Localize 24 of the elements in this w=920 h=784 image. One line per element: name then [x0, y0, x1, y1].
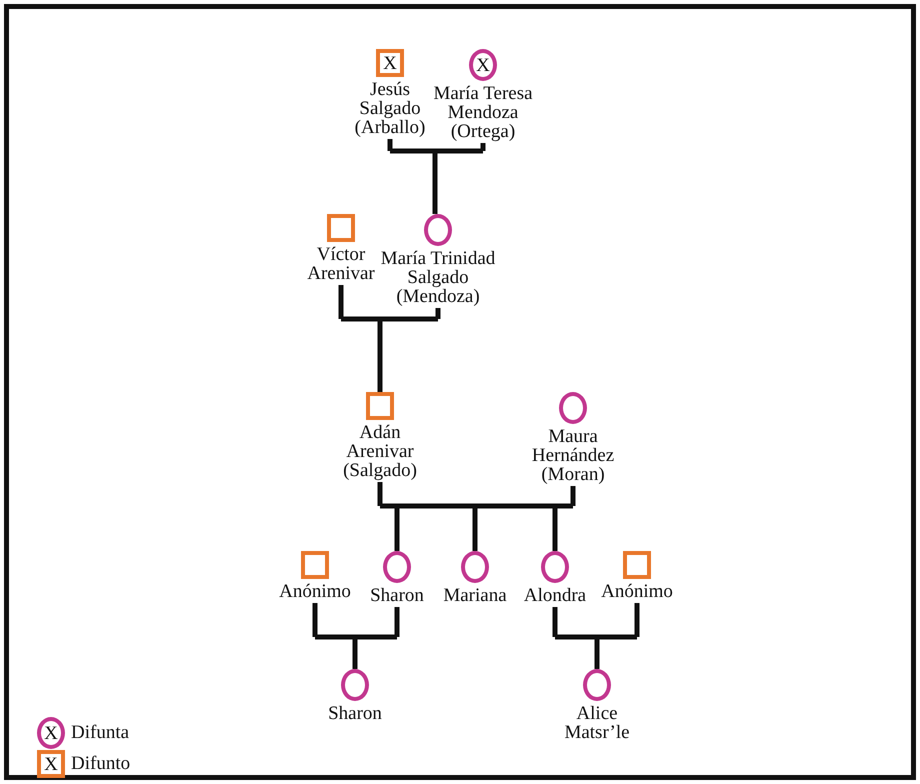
deceased-mark: X: [476, 56, 490, 74]
person-name: Sharon: [370, 586, 424, 605]
family-line: [378, 480, 576, 554]
deceased-mark: X: [383, 54, 397, 72]
person-name: Anónimo: [601, 582, 673, 601]
person-name: Sharon: [328, 704, 382, 723]
person-name: Anónimo: [279, 582, 351, 601]
person-name: Mariana: [443, 586, 507, 605]
person-name: Víctor Arenivar: [306, 245, 376, 283]
person-name: Alondra: [524, 586, 586, 605]
legend-label: Difunta: [71, 722, 130, 744]
person-name: María Teresa Mendoza (Ortega): [432, 84, 534, 141]
family-line: [312, 600, 400, 672]
person-name: Adán Arenivar (Salgado): [342, 423, 418, 480]
person-name: Maura Hernández (Moran): [530, 427, 616, 484]
person-name: Alice Matsr’le: [563, 704, 631, 742]
deceased-mark: X: [44, 754, 58, 774]
family-line: [338, 282, 440, 394]
person-name: Jesús Salgado (Arballo): [354, 80, 426, 137]
deceased-mark: X: [44, 724, 58, 742]
family-line: [388, 136, 486, 216]
person-name: María Trinidad Salgado (Mendoza): [380, 249, 496, 306]
family-line: [552, 600, 640, 672]
legend-label: Difunto: [71, 753, 130, 775]
